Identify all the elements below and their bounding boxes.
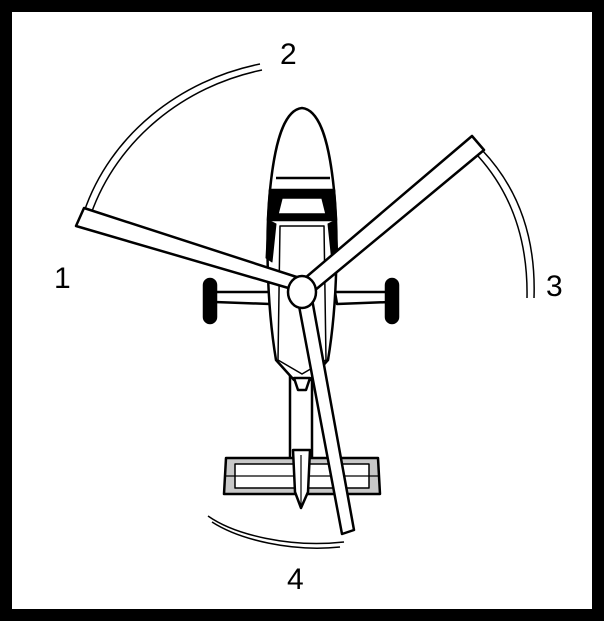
skid-strut-right <box>333 290 392 306</box>
wheel-right <box>384 277 400 325</box>
rotation-arc-4 <box>207 515 345 545</box>
rotation-arc-1-2 <box>83 63 261 213</box>
skid-strut-left <box>213 290 274 306</box>
helicopter-body <box>202 106 400 510</box>
rotation-arc-3-inner <box>477 155 528 299</box>
rotation-arc-4-inner <box>211 521 341 549</box>
rotation-arc-3 <box>481 149 535 299</box>
wheel-left <box>202 277 218 325</box>
rotation-arcs <box>83 63 535 549</box>
position-label-1: 1 <box>54 262 71 295</box>
position-label-2: 2 <box>280 38 297 71</box>
position-label-3: 3 <box>546 270 563 303</box>
rotation-arc-1-2-inner <box>90 69 263 215</box>
rotor-hub <box>286 274 318 310</box>
canopy-window <box>277 197 327 215</box>
position-label-4: 4 <box>287 563 304 596</box>
rotor-blades <box>74 134 486 536</box>
